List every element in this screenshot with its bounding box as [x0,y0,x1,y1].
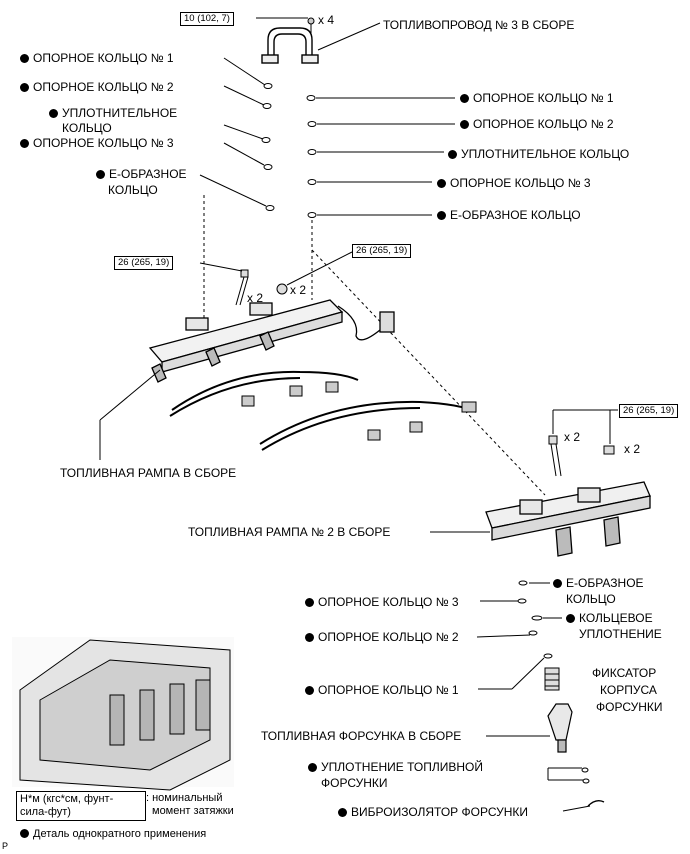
label-seal-ring-left-2: КОЛЬЦО [62,121,112,135]
legend-desc-line2: момент затяжки [152,805,234,817]
label-seal-ring-right: УПЛОТНИТЕЛЬНОЕ КОЛЬЦО [448,147,629,161]
label-fuel-rail-2: ТОПЛИВНАЯ РАМПА № 2 В СБОРЕ [188,525,391,539]
label-injector-seal: УПЛОТНЕНИЕ ТОПЛИВНОЙ [308,760,483,774]
fuel-pipe-3-drawing [261,27,319,64]
label-backup-ring-2-right: ОПОРНОЕ КОЛЬЦО № 2 [460,117,614,131]
label-seal-ring-left: УПЛОТНИТЕЛЬНОЕ [49,106,177,120]
corner-mark: P [2,841,9,851]
injector-clamp-drawing [544,667,560,691]
label-backup-ring-2-left: ОПОРНОЕ КОЛЬЦО № 2 [20,80,174,94]
qty-rail-nuts: x 2 [290,283,307,297]
label-injector-clamp-2: КОРПУСА [600,683,657,697]
torque-box-rail-bolt: 26 (265, 19) [114,256,174,270]
label-injector-clamp: ФИКСАТОР [592,666,657,680]
label-fuel-pipe-3: ТОПЛИВОПРОВОД № 3 В СБОРЕ [383,18,575,32]
label-backup-ring-3-left: ОПОРНОЕ КОЛЬЦО № 3 [20,136,174,150]
rail2-rings-drawing [517,580,553,659]
torque-box-rail2: 26 (265, 19) [619,404,679,418]
label-e-ring-rail2: Е-ОБРАЗНОЕ [553,576,644,590]
pipe-bolt-drawing [307,17,315,34]
legend-desc-line1: : номинальный [146,792,223,804]
label-o-ring-2: УПЛОТНЕНИЕ [579,627,662,641]
label-backup-ring-3-right: ОПОРНОЕ КОЛЬЦО № 3 [437,176,591,190]
label-e-ring-rail2-2: КОЛЬЦО [566,592,616,606]
label-e-ring-left-2: КОЛЬЦО [108,183,158,197]
left-rings-drawing [261,83,275,211]
legend-unit-line1: Н*м (кгс*см, фунт- [20,793,114,805]
label-injector-clamp-3: ФОРСУНКИ [596,700,663,714]
harness-drawing [169,370,477,451]
engine-thumbnail [12,637,234,791]
label-e-ring-right: Е-ОБРАЗНОЕ КОЛЬЦО [437,208,581,222]
label-backup-ring-2-rail2: ОПОРНОЕ КОЛЬЦО № 2 [305,630,459,644]
torque-box-rail-nut: 26 (265, 19) [352,244,412,258]
fuel-rail-drawing [148,299,395,383]
label-injector-seal-2: ФОРСУНКИ [321,776,388,790]
rail-bolts-drawing [199,251,353,306]
qty-rail2-bolts: x 2 [564,430,581,444]
qty-rail2-nuts: x 2 [624,442,641,456]
legend-torque-desc: : номинальный момент затяжки [146,792,234,818]
qty-pipe-bolts: x 4 [318,13,335,27]
legend-unit-line2: сила-фут) [20,806,71,818]
label-fuel-rail: ТОПЛИВНАЯ РАМПА В СБОРЕ [60,466,237,480]
label-backup-ring-3-rail2: ОПОРНОЕ КОЛЬЦО № 3 [305,595,459,609]
label-insulator: ВИБРОИЗОЛЯТОР ФОРСУНКИ [338,805,528,819]
label-backup-ring-1-left: ОПОРНОЕ КОЛЬЦО № 1 [20,51,174,65]
rail2-bolts-drawing [548,409,618,477]
label-o-ring: КОЛЬЦЕВОЕ [566,611,653,625]
label-backup-ring-1-rail2: ОПОРНОЕ КОЛЬЦО № 1 [305,683,459,697]
legend-single-use: Деталь однократного применения [20,828,206,841]
fuel-rail-2-drawing [485,481,651,557]
label-backup-ring-1-right: ОПОРНОЕ КОЛЬЦО № 1 [460,91,614,105]
right-rings-drawing [306,95,317,218]
qty-rail-bolts: x 2 [247,291,264,305]
injector-drawing [547,703,573,753]
label-injector: ТОПЛИВНАЯ ФОРСУНКА В СБОРЕ [261,729,462,743]
label-e-ring-left: Е-ОБРАЗНОЕ [96,167,187,181]
legend-torque-unit-box: Н*м (кгс*см, фунт- сила-фут) [16,791,146,821]
torque-box-pipe: 10 (102, 7) [180,12,234,26]
